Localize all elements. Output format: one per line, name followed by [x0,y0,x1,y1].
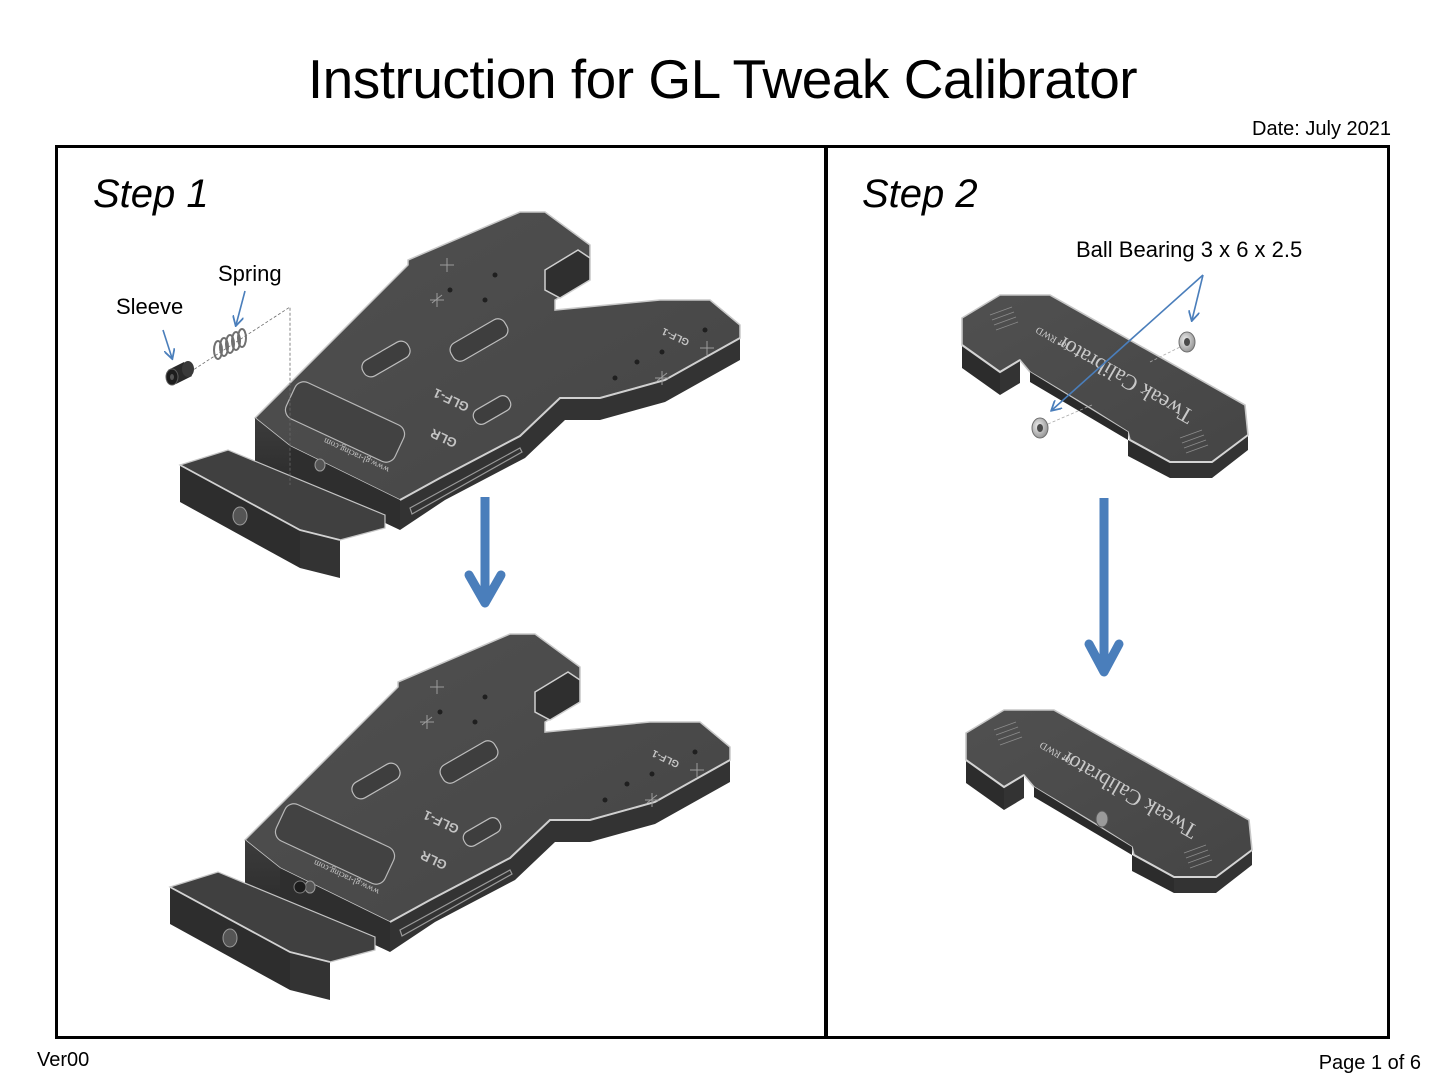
spring-label: Spring [218,261,282,286]
instruction-frame [55,145,1390,1039]
sleeve-callout-arrow [162,329,172,358]
step2-exploded-view [961,274,1249,479]
installed-bearing [1095,810,1109,828]
spring-callout-arrow [236,290,246,325]
step1-down-arrow-icon [464,497,506,608]
step1-heading: Step 1 [93,172,209,216]
sleeve-label: Sleeve [116,294,184,319]
bearing-callout-arrow-left [1052,274,1204,410]
assembly-guide-line [189,306,291,485]
page-indicator: Page 1 of 6 [1318,1052,1421,1074]
spring-part [213,328,247,360]
installed-sleeve [293,880,307,894]
ball-bearing-part [1031,417,1049,439]
step-divider [824,145,828,1039]
step2-assembled-view [965,709,1253,894]
version-label: Ver00 [37,1049,90,1071]
document-title: Instruction for GL Tweak Calibrator [307,48,1138,110]
step1-exploded-view [162,211,741,579]
document-date: Date: July 2021 [1252,118,1391,140]
ball-bearing-part [1178,331,1196,353]
bearing-callout-arrow-right [1192,274,1204,320]
step2-heading: Step 2 [862,172,978,216]
sleeve-part [165,361,194,386]
ball-bearing-label: Ball Bearing 3 x 6 x 2.5 [1076,237,1303,262]
step2-down-arrow-icon [1084,498,1124,677]
step1-assembled-view [169,633,731,1001]
